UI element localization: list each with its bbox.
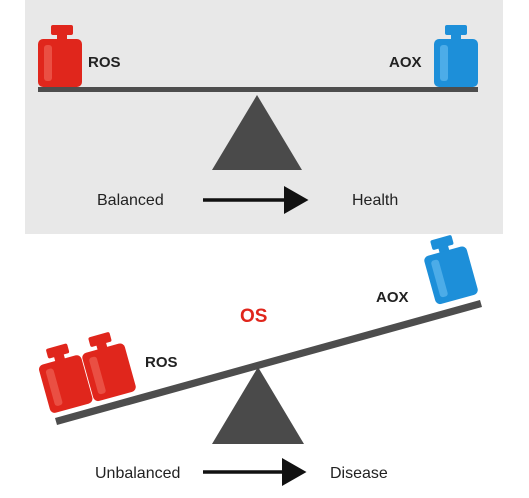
unbalanced-seesaw: OS ROS AOX Unbalanced Disease — [39, 235, 482, 486]
oxidative-stress-label: OS — [240, 306, 267, 327]
unbalanced-beam — [55, 300, 482, 425]
balanced-seesaw: ROS AOX Balanced Health — [38, 25, 478, 214]
balanced-ros-label: ROS — [88, 54, 121, 71]
unbalanced-aox-label: AOX — [376, 289, 409, 306]
balanced-aox-label: AOX — [389, 54, 422, 71]
unbalanced-state-label: Unbalanced — [95, 465, 180, 482]
ros-weight-icon — [82, 332, 136, 402]
balanced-beam — [38, 87, 478, 92]
aox-weight-icon — [434, 25, 478, 87]
ros-weight-icon — [39, 343, 93, 413]
aox-weight-icon — [424, 235, 478, 305]
balanced-fulcrum — [212, 95, 302, 170]
unbalanced-fulcrum — [212, 367, 304, 444]
balanced-state-label: Balanced — [97, 192, 164, 209]
balanced-outcome-label: Health — [352, 192, 398, 209]
unbalanced-outcome-label: Disease — [330, 465, 388, 482]
ros-weight-icon — [38, 25, 82, 87]
unbalanced-ros-label: ROS — [145, 354, 178, 371]
